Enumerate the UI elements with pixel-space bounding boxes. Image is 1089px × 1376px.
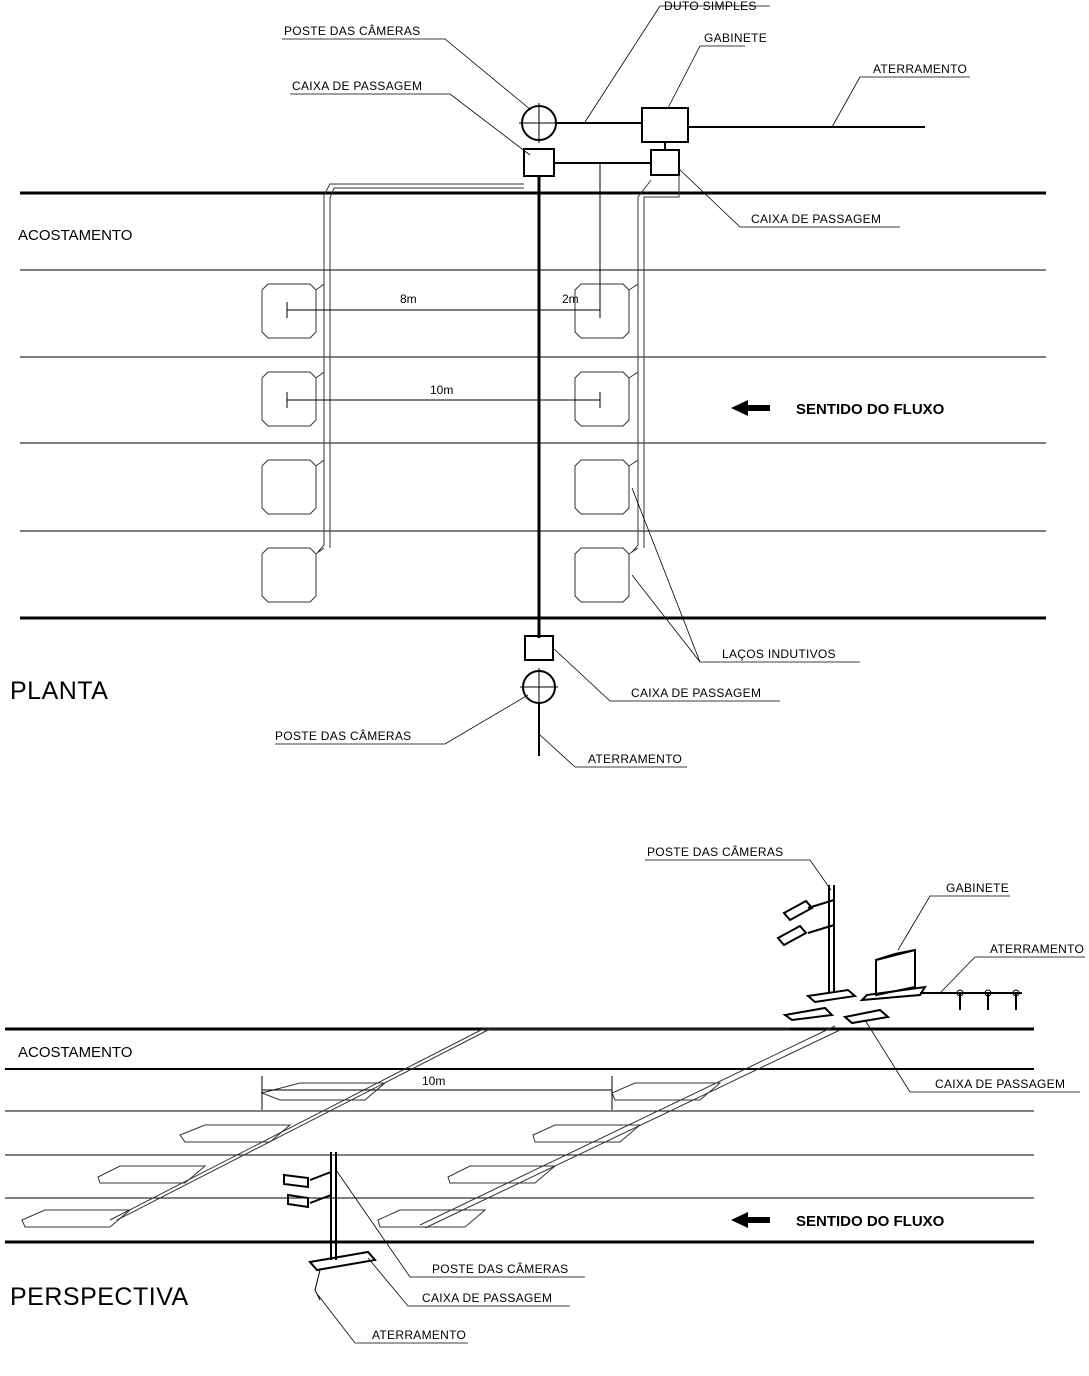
p-loops-right bbox=[377, 1082, 722, 1228]
leader-camera-pole-top bbox=[282, 38, 532, 111]
shoulder-label: ACOSTAMENTO bbox=[18, 227, 132, 244]
p-label-camera-pole-bottom: POSTE DAS CÂMERAS bbox=[432, 1261, 568, 1276]
label-junction-box-top-right: CAIXA DE PASSAGEM bbox=[751, 212, 881, 226]
dimension-10m: 10m bbox=[286, 383, 601, 408]
p-label-cabinet: GABINETE bbox=[946, 881, 1009, 895]
leader-junction-box-top-left bbox=[290, 93, 531, 156]
p-leader-camera-pole-bottom bbox=[335, 1169, 585, 1278]
p-leader-grounding-bottom bbox=[317, 1294, 468, 1344]
leader-cabinet bbox=[667, 45, 745, 109]
loop-right-2 bbox=[574, 371, 630, 427]
p-junction-box-right bbox=[842, 1008, 891, 1025]
p-label-grounding-top: ATERRAMENTO bbox=[990, 942, 1084, 956]
perspective-view: ACOSTAMENTO 10m bbox=[5, 844, 1085, 1344]
p-label-junction-box-bottom: CAIXA DE PASSAGEM bbox=[422, 1291, 552, 1305]
label-grounding-bottom: ATERRAMENTO bbox=[588, 752, 682, 766]
dimension-label-8m: 8m bbox=[400, 292, 417, 306]
loop-cable-left-2 bbox=[329, 187, 524, 548]
plan-view: ACOSTAMENTO bbox=[10, 0, 1046, 768]
leader-camera-pole-bottom bbox=[275, 694, 529, 745]
loop-cable-left bbox=[317, 183, 524, 553]
label-camera-pole-bottom: POSTE DAS CÂMERAS bbox=[275, 728, 411, 743]
p-loops-left bbox=[21, 1082, 387, 1228]
leader-simple-duct bbox=[584, 5, 770, 123]
label-simple-duct: DUTO SIMPLES bbox=[664, 0, 757, 13]
p-leader-grounding-top bbox=[939, 956, 1085, 994]
loop-left-3 bbox=[261, 459, 317, 515]
p-flow-arrow bbox=[731, 1212, 770, 1228]
inductive-loops-left bbox=[261, 283, 325, 603]
cabinet-box bbox=[641, 107, 689, 143]
p-dimension-10m: 10m bbox=[261, 1074, 613, 1110]
p-camera-pole-bottom bbox=[283, 1152, 377, 1301]
p-leader-junction-box bbox=[864, 1019, 1080, 1093]
p-shoulder-label: ACOSTAMENTO bbox=[18, 1044, 132, 1061]
inductive-loops-right bbox=[574, 283, 639, 603]
loop-right-4 bbox=[574, 547, 630, 603]
leader-junction-box-top-right bbox=[677, 167, 900, 228]
label-junction-box-top-left: CAIXA DE PASSAGEM bbox=[292, 79, 422, 93]
loop-right-3 bbox=[574, 459, 630, 515]
plan-title: PLANTA bbox=[10, 677, 108, 705]
perspective-title: PERSPECTIVA bbox=[10, 1283, 189, 1311]
dimension-label-10m: 10m bbox=[430, 383, 453, 397]
label-cabinet: GABINETE bbox=[704, 31, 767, 45]
dimension-8m: 8m bbox=[286, 292, 539, 318]
label-grounding-top: ATERRAMENTO bbox=[873, 62, 967, 76]
p-flow-label: SENTIDO DO FLUXO bbox=[796, 1213, 945, 1230]
p-cabinet bbox=[859, 948, 927, 1002]
junction-box-top-right bbox=[650, 149, 680, 176]
loop-left-4 bbox=[261, 547, 317, 603]
flow-label: SENTIDO DO FLUXO bbox=[796, 401, 945, 418]
p-label-junction-box-right: CAIXA DE PASSAGEM bbox=[935, 1077, 1065, 1091]
p-label-camera-pole-top: POSTE DAS CÂMERAS bbox=[647, 844, 783, 859]
label-junction-box-bottom: CAIXA DE PASSAGEM bbox=[631, 686, 761, 700]
flow-arrow bbox=[731, 400, 770, 416]
p-dimension-label: 10m bbox=[422, 1074, 445, 1088]
label-inductive-loops: LAÇOS INDUTIVOS bbox=[722, 647, 836, 661]
junction-box-top-left bbox=[523, 148, 555, 177]
loop-left-2 bbox=[261, 371, 317, 427]
leader-loops bbox=[631, 487, 860, 663]
leader-grounding-top bbox=[831, 76, 970, 128]
loop-left-1 bbox=[261, 283, 317, 339]
p-loop-cable-left bbox=[109, 1028, 790, 1221]
dimension-2m: 2m bbox=[539, 292, 601, 318]
label-camera-pole-top: POSTE DAS CÂMERAS bbox=[284, 23, 420, 38]
p-leader-junction-box-bottom bbox=[367, 1257, 570, 1307]
p-leader-cabinet bbox=[897, 895, 1010, 951]
p-leader-camera-pole-top bbox=[645, 859, 832, 891]
leader-grounding-bottom bbox=[539, 734, 687, 768]
dimension-label-2m: 2m bbox=[562, 292, 579, 306]
loop-right-1 bbox=[574, 283, 630, 339]
p-grounding-rods bbox=[920, 989, 1022, 1010]
junction-box-bottom bbox=[524, 635, 554, 661]
p-camera-pole-top bbox=[776, 885, 858, 1004]
loop-cable-right-2 bbox=[643, 175, 680, 548]
leader-junction-box-bottom bbox=[552, 647, 780, 702]
p-label-grounding-bottom: ATERRAMENTO bbox=[372, 1328, 466, 1342]
p-junction-box-left bbox=[782, 1006, 835, 1022]
loop-cable-right bbox=[631, 179, 652, 553]
